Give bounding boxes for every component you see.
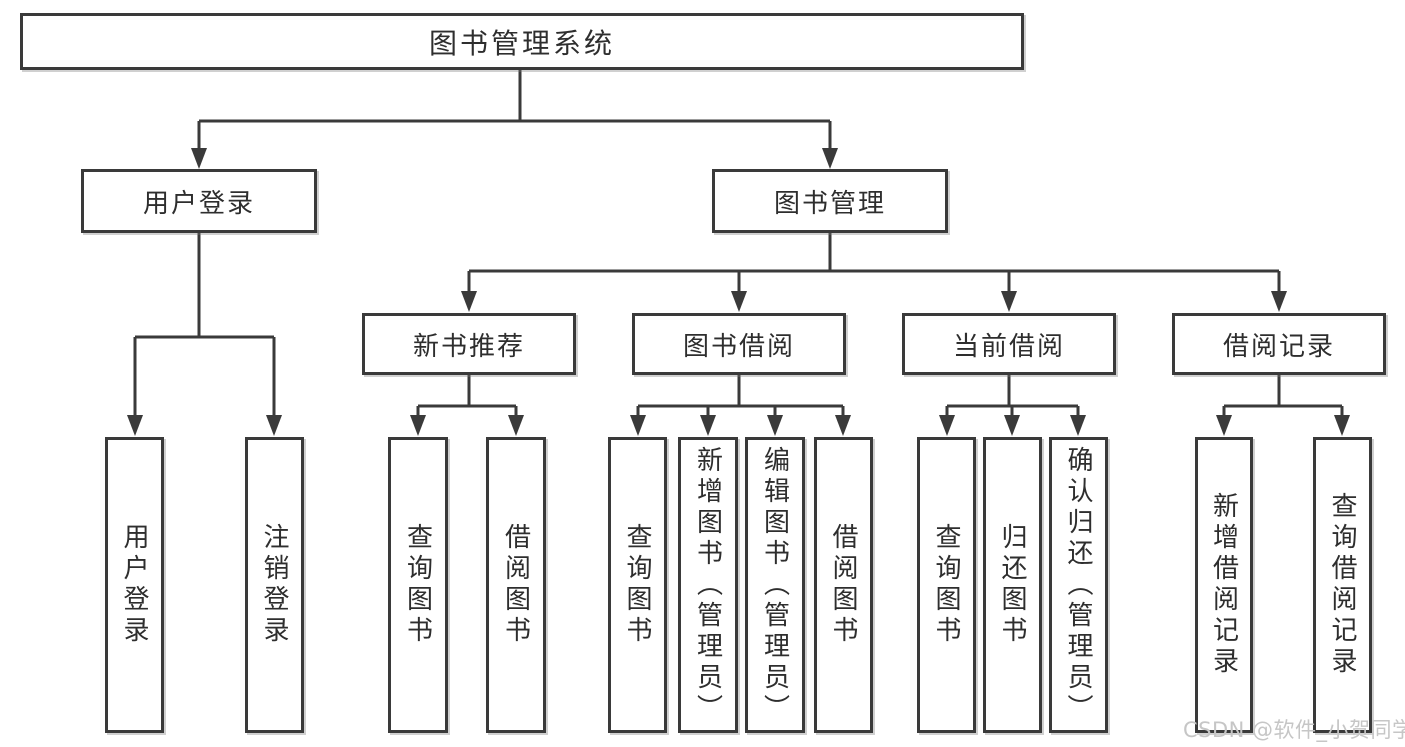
node-borrow-records: 借阅记录 bbox=[1172, 313, 1386, 375]
arrowhead bbox=[266, 415, 282, 436]
node-label: 确认归还（管理员） bbox=[1063, 445, 1093, 725]
leaf-query-books-3: 查询图书 bbox=[917, 437, 976, 733]
node-book-borrow: 图书借阅 bbox=[632, 313, 846, 375]
leaf-query-books-1: 查询图书 bbox=[388, 437, 448, 733]
node-label: 归还图书 bbox=[997, 523, 1027, 647]
arrowhead bbox=[822, 148, 838, 169]
leaf-logout: 注销登录 bbox=[245, 437, 304, 733]
leaf-query-borrow-record: 查询借阅记录 bbox=[1313, 437, 1372, 733]
arrowhead bbox=[1216, 415, 1232, 436]
arrowhead bbox=[127, 415, 143, 436]
connector-root-to-level2 bbox=[197, 69, 832, 152]
node-label: 当前借阅 bbox=[952, 331, 1065, 362]
arrowhead bbox=[731, 291, 747, 312]
node-label: 新书推荐 bbox=[412, 331, 525, 362]
node-book-management: 图书管理 bbox=[712, 169, 948, 233]
node-label: 新增借阅记录 bbox=[1208, 492, 1239, 678]
connector-borrow-records-to-children bbox=[1222, 375, 1344, 418]
node-label: 新增图书（管理员） bbox=[692, 445, 723, 725]
arrowhead bbox=[1070, 415, 1086, 436]
arrowhead bbox=[1004, 415, 1020, 436]
node-label: 查询图书 bbox=[402, 523, 433, 647]
node-label: 注销登录 bbox=[259, 523, 289, 647]
arrowhead bbox=[939, 415, 955, 436]
arrowhead bbox=[767, 415, 783, 436]
node-label: 借阅记录 bbox=[1222, 331, 1335, 362]
leaf-borrow-books-2: 借阅图书 bbox=[814, 437, 873, 733]
node-label: 查询图书 bbox=[931, 523, 961, 647]
arrowhead bbox=[1001, 291, 1017, 312]
node-label: 查询图书 bbox=[622, 523, 652, 647]
arrowhead bbox=[835, 415, 851, 436]
arrowhead bbox=[508, 415, 524, 436]
node-label: 编辑图书（管理员） bbox=[759, 445, 790, 725]
node-label: 图书管理 bbox=[773, 188, 886, 219]
leaf-return-book: 归还图书 bbox=[983, 437, 1042, 733]
leaf-add-borrow-record: 新增借阅记录 bbox=[1195, 437, 1253, 733]
node-label: 查询借阅记录 bbox=[1327, 492, 1357, 678]
leaf-confirm-return-admin: 确认归还（管理员） bbox=[1049, 437, 1108, 733]
node-user-login: 用户登录 bbox=[81, 169, 317, 233]
node-label: 图书管理系统 bbox=[428, 26, 615, 60]
connector-current-borrow-to-children bbox=[945, 375, 1080, 418]
node-label: 图书借阅 bbox=[682, 331, 795, 362]
leaf-borrow-books-1: 借阅图书 bbox=[486, 437, 546, 733]
arrowhead bbox=[630, 415, 646, 436]
node-label: 用户登录 bbox=[142, 188, 255, 219]
node-root-system: 图书管理系统 bbox=[20, 13, 1024, 70]
leaf-edit-book-admin: 编辑图书（管理员） bbox=[745, 437, 805, 733]
node-label: 借阅图书 bbox=[828, 523, 858, 647]
arrowhead bbox=[1334, 415, 1350, 436]
arrowhead bbox=[461, 291, 477, 312]
arrowhead bbox=[410, 415, 426, 436]
node-label: 借阅图书 bbox=[500, 523, 531, 647]
node-current-borrow: 当前借阅 bbox=[902, 313, 1116, 375]
arrowhead bbox=[700, 415, 716, 436]
csdn-watermark: CSDN @软件_小贺同学 bbox=[1183, 718, 1405, 742]
connector-book-borrow-to-children bbox=[636, 375, 845, 418]
leaf-add-book-admin: 新增图书（管理员） bbox=[678, 437, 738, 733]
arrowhead bbox=[191, 148, 207, 169]
leaf-query-books-2: 查询图书 bbox=[608, 437, 667, 733]
arrowhead bbox=[1271, 291, 1287, 312]
connector-new-book-to-children bbox=[416, 375, 518, 418]
node-label: 用户登录 bbox=[119, 523, 149, 647]
leaf-user-login: 用户登录 bbox=[105, 437, 164, 733]
connector-user-login-to-children bbox=[133, 233, 276, 418]
node-new-book-recommend: 新书推荐 bbox=[362, 313, 576, 375]
connector-book-management-to-level3 bbox=[467, 233, 1281, 294]
